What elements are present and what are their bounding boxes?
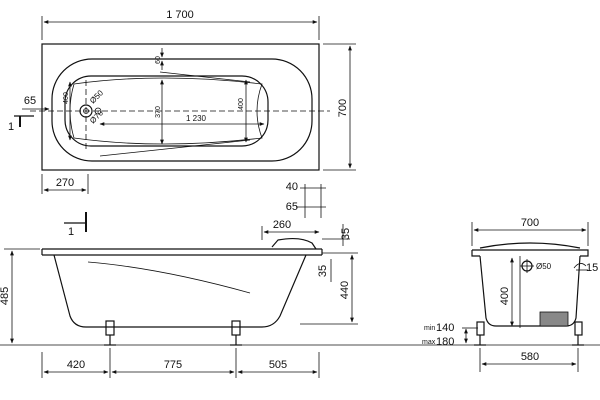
side-260-label: 260 bbox=[273, 219, 291, 231]
backrest-line-lower bbox=[99, 139, 251, 157]
section-angle-arc bbox=[573, 263, 587, 269]
top-head-width-label: 400 bbox=[238, 98, 245, 110]
top-width-label: 700 bbox=[337, 99, 349, 117]
section-headrest bbox=[479, 242, 581, 249]
leg-dimensions: 420 775 505 bbox=[41, 348, 320, 378]
side-leg-left bbox=[104, 320, 116, 346]
leg-spacing-label: 775 bbox=[164, 359, 182, 371]
top-overflow-diameter: Ø70 bbox=[88, 108, 105, 125]
side-headrest bbox=[271, 237, 317, 250]
top-section-marker-label: 1 bbox=[8, 121, 14, 133]
section-drain-box bbox=[539, 311, 569, 327]
leg-end-label: 505 bbox=[269, 359, 287, 371]
top-drain-offset-label: 270 bbox=[56, 177, 74, 189]
side-tub-body bbox=[53, 254, 307, 328]
section-view: 700 Ø50 15 400 min bbox=[422, 217, 598, 372]
tub-outer-rim bbox=[41, 43, 320, 171]
overflow-icon bbox=[94, 107, 102, 115]
section-feet-max-label: max bbox=[422, 339, 436, 346]
side-40-label: 40 bbox=[286, 181, 298, 193]
side-35-top-label: 35 bbox=[340, 228, 352, 240]
section-feet-min-value: 140 bbox=[436, 322, 454, 334]
side-leg-right bbox=[230, 320, 242, 346]
section-angle-label: 15 bbox=[586, 262, 598, 274]
side-section-marker-label: 1 bbox=[68, 226, 74, 238]
section-feet-min-label: min bbox=[424, 325, 435, 332]
side-depth-label: 440 bbox=[339, 281, 351, 299]
side-height-label: 485 bbox=[0, 287, 11, 305]
section-leg-right bbox=[572, 321, 584, 346]
side-view: 40 65 260 35 35 440 bbox=[0, 181, 358, 346]
tub-inner-rim bbox=[51, 58, 313, 162]
section-width-label: 700 bbox=[521, 217, 539, 229]
top-rim-label: 60 bbox=[155, 56, 162, 64]
section-rim bbox=[471, 249, 589, 257]
side-35-mid-label: 35 bbox=[317, 265, 329, 277]
drain-center-icon bbox=[83, 108, 89, 114]
top-drain-diameter: Ø50 bbox=[88, 88, 105, 105]
drain-icon bbox=[79, 104, 93, 118]
section-feet-max-value: 180 bbox=[436, 336, 454, 348]
backrest-line-upper bbox=[159, 71, 251, 83]
side-65-label: 65 bbox=[286, 201, 298, 213]
section-leg-left bbox=[474, 321, 486, 346]
tub-basin-floor bbox=[69, 77, 263, 145]
side-backrest-curve bbox=[87, 261, 251, 294]
section-overflow-label: Ø50 bbox=[536, 262, 552, 271]
top-mid-width-label: 370 bbox=[155, 106, 162, 118]
top-end-width-label: 400 bbox=[63, 92, 70, 104]
top-length-label: 1 700 bbox=[166, 9, 194, 21]
section-leg-span-label: 580 bbox=[521, 351, 539, 363]
leg-offset-label: 420 bbox=[67, 359, 85, 371]
top-view: Ø50 Ø70 1 700 700 60 65 400 370 400 1 23… bbox=[8, 9, 356, 194]
top-offset-label: 65 bbox=[24, 95, 36, 107]
section-depth-label: 400 bbox=[499, 287, 511, 305]
section-tub-wall bbox=[479, 255, 581, 327]
top-inner-length-label: 1 230 bbox=[186, 114, 207, 123]
